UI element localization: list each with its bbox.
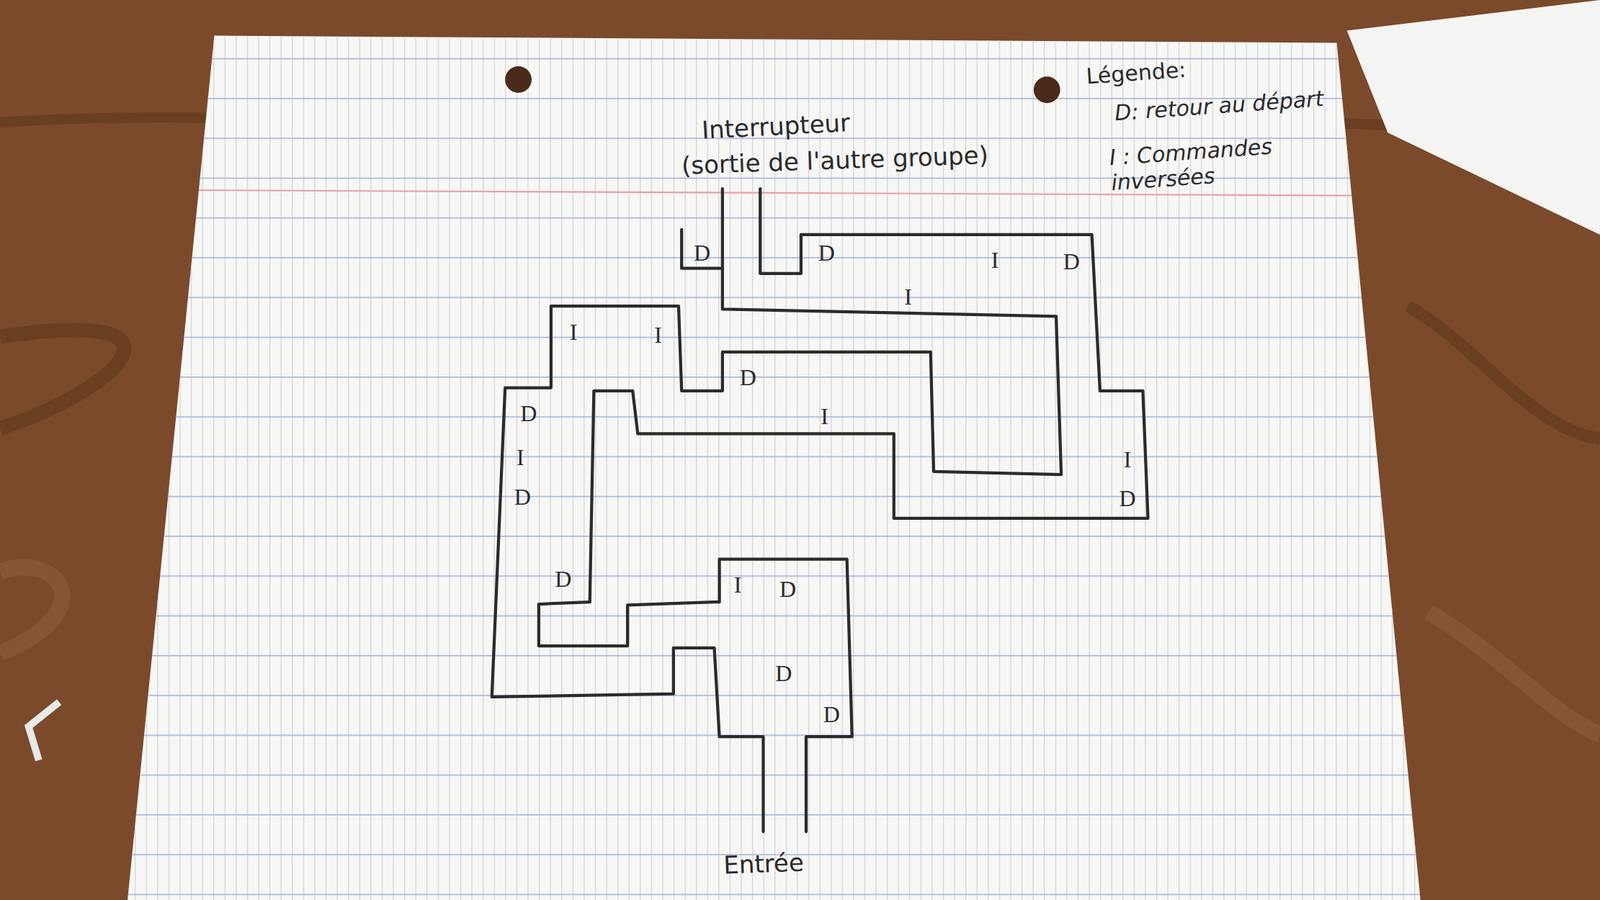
- maze-letter: D: [739, 364, 757, 392]
- maze-letter: D: [823, 701, 840, 729]
- maze-letter: D: [818, 239, 835, 267]
- maze-letter: I: [904, 283, 913, 311]
- maze-letter: I: [734, 571, 743, 599]
- maze-letter: D: [775, 660, 792, 688]
- maze-letter: I: [569, 318, 578, 346]
- maze-letter: D: [554, 565, 572, 593]
- maze-letter: D: [779, 575, 797, 603]
- maze-letter: I: [991, 247, 1000, 274]
- maze-letter: D: [520, 400, 537, 428]
- maze-letter: I: [1123, 445, 1132, 473]
- maze-letter: D: [1063, 247, 1080, 275]
- entrance-label: Entrée: [722, 849, 804, 881]
- maze-letter: I: [654, 321, 663, 348]
- maze-letter: D: [1119, 484, 1137, 512]
- maze-letter: D: [514, 484, 531, 511]
- maze-letter: I: [820, 403, 829, 431]
- maze-letter: D: [693, 239, 711, 267]
- maze-letter: I: [516, 444, 525, 472]
